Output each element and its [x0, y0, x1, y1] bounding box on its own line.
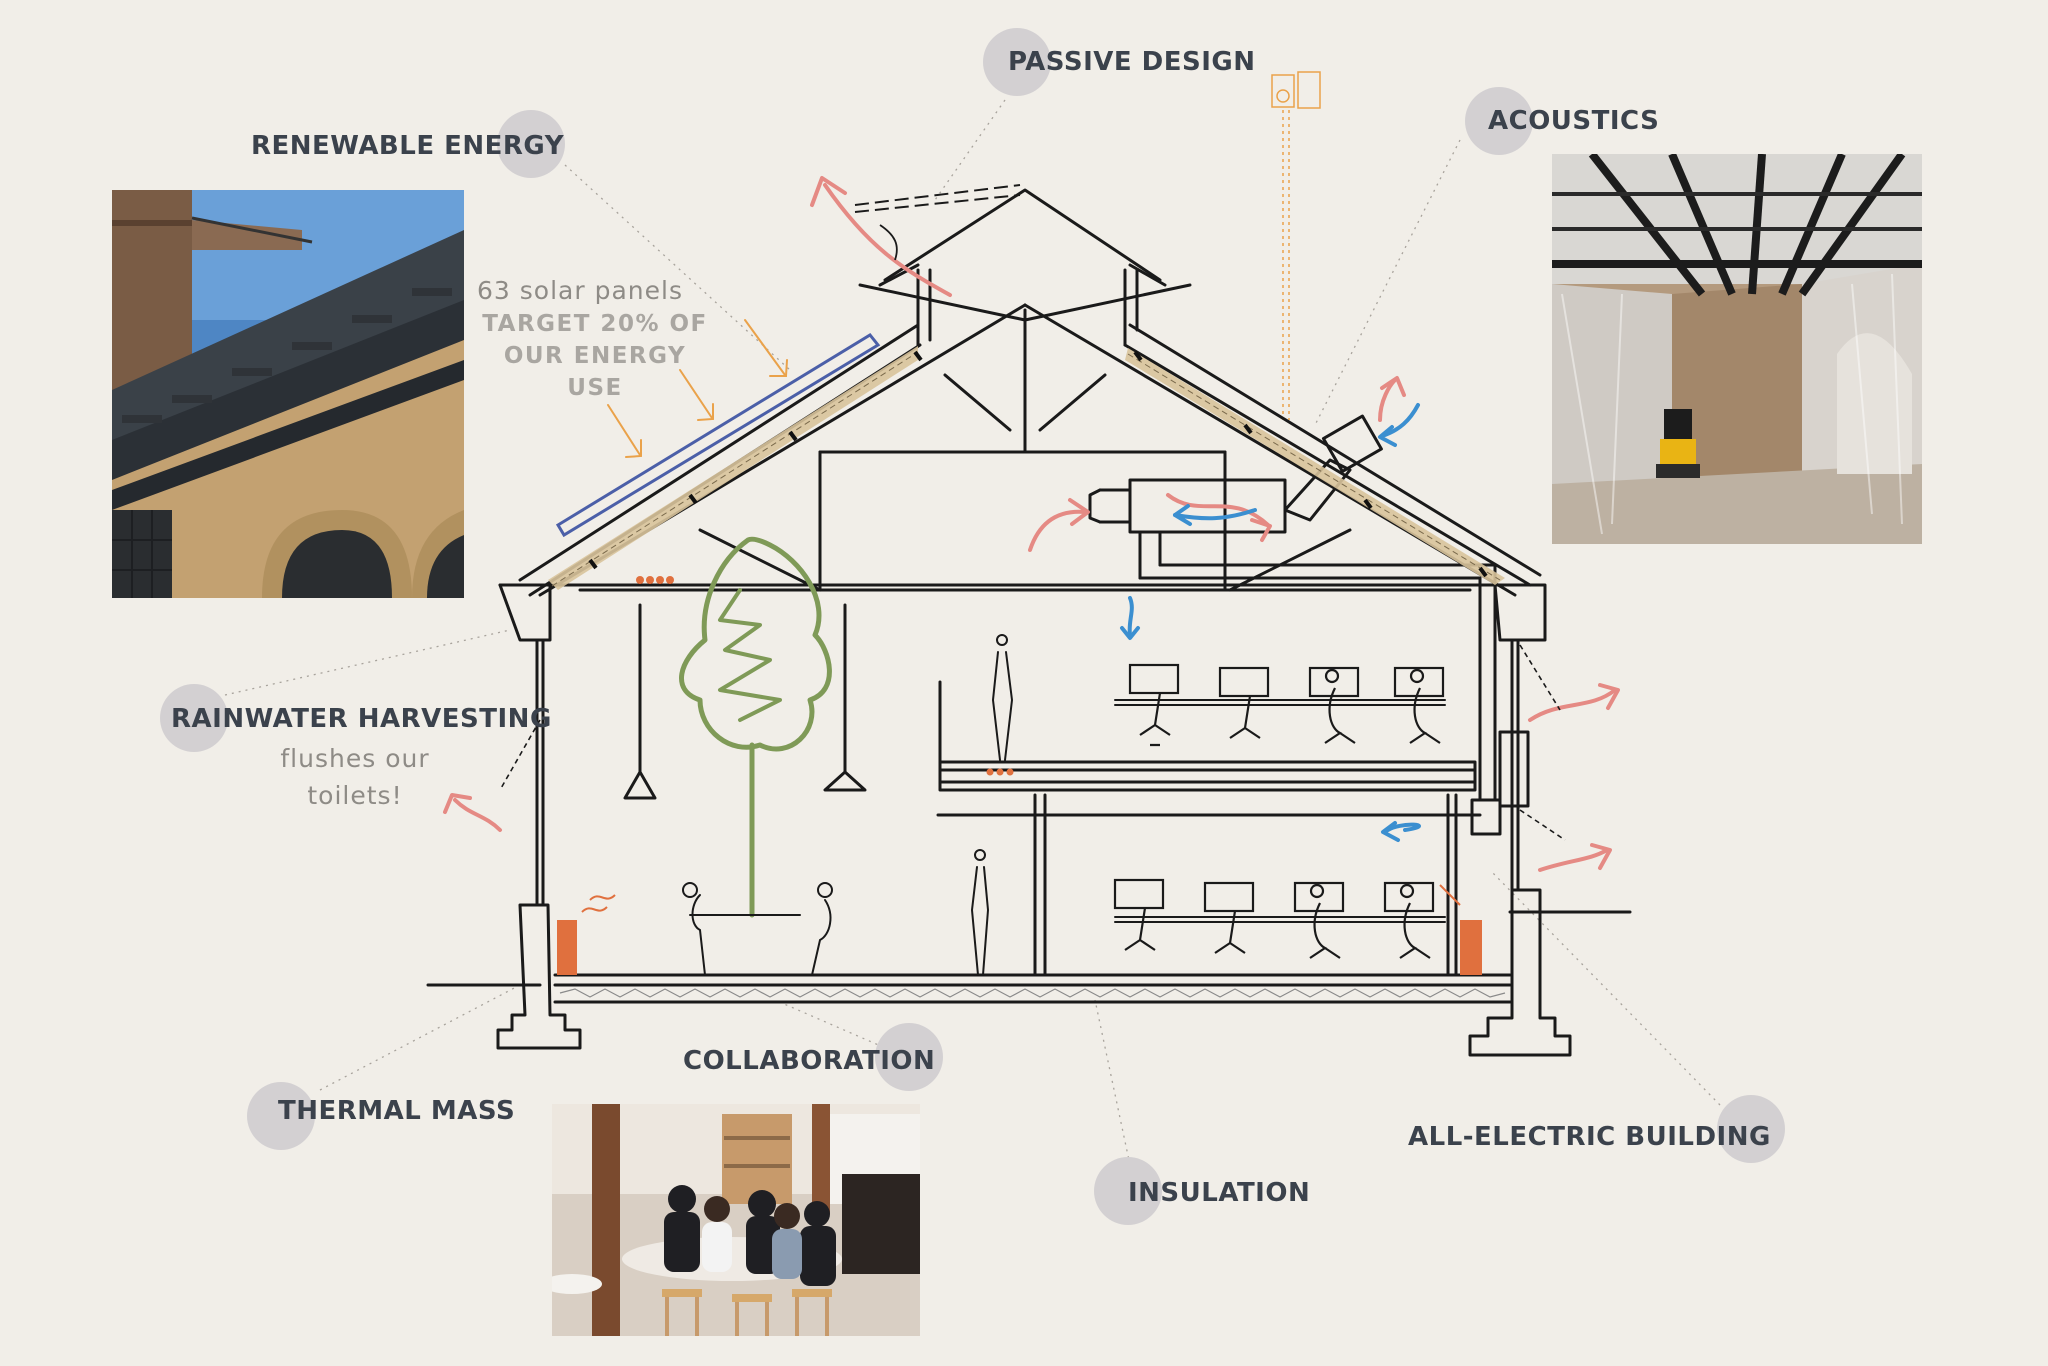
collaboration-bubble	[875, 1023, 943, 1091]
insulation-bubble	[1094, 1157, 1162, 1225]
solar-panel	[555, 333, 881, 538]
renewable-energy-bubble	[497, 110, 565, 178]
light-dots	[636, 576, 1014, 776]
floor-insulation	[559, 988, 1506, 998]
rainwater-harvesting-label: RAINWATER HARVESTING	[171, 704, 552, 734]
leader-lines	[224, 99, 1721, 1166]
desk-chair-icon	[1113, 663, 1445, 959]
acoustics-photo	[1552, 154, 1922, 544]
solar-note-line4: USE	[567, 375, 623, 401]
roof-insulation	[548, 346, 1505, 590]
insulation-label: INSULATION	[1128, 1178, 1311, 1208]
cool-air-arrow-icon	[1120, 403, 1421, 842]
all-electric-bubble	[1717, 1095, 1785, 1163]
vent-detail	[1271, 71, 1321, 420]
rain-note-line1: flushes our	[280, 744, 430, 773]
heater-icon	[557, 884, 1482, 975]
renewable-energy-label: RENEWABLE ENERGY	[251, 131, 565, 161]
people-and-desks	[682, 634, 1446, 976]
passive-design-bubble	[983, 28, 1051, 96]
rainwater-bubble	[160, 684, 228, 752]
thermal-mass-bubble	[247, 1082, 315, 1150]
collaboration-photo	[552, 1104, 920, 1336]
solar-roof-photo	[112, 190, 464, 598]
solar-arrow-icon	[607, 319, 788, 458]
rain-note-line2: toilets!	[307, 781, 403, 810]
tree-icon	[679, 536, 832, 918]
thermal-mass-label: THERMAL MASS	[278, 1096, 516, 1126]
acoustics-label: ACOUSTICS	[1488, 106, 1660, 136]
rooflight	[854, 184, 1021, 261]
building-outline	[426, 188, 1632, 1057]
acoustics-bubble	[1465, 87, 1533, 155]
solar-note-line1: 63 solar panels	[477, 276, 683, 305]
passive-design-label: PASSIVE DESIGN	[1008, 47, 1256, 77]
solar-note-line3: OUR ENERGY	[503, 343, 687, 369]
window-openings	[499, 644, 1566, 841]
all-electric-label: ALL-ELECTRIC BUILDING	[1408, 1122, 1771, 1152]
solar-note-line2: TARGET 20% OF	[482, 311, 708, 337]
warm-air-arrow-icon	[443, 176, 1620, 872]
collaboration-label: COLLABORATION	[683, 1046, 936, 1076]
